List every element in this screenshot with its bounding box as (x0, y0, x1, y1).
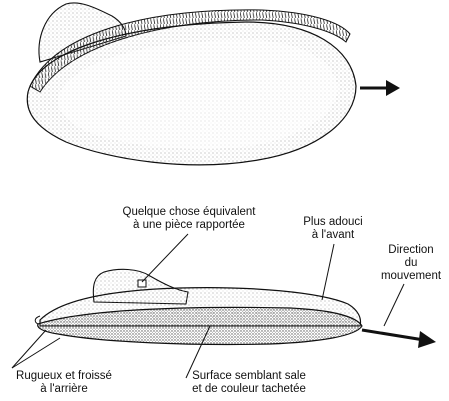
label-surface-line1: Surface semblant sale (192, 370, 306, 382)
label-rear-line1: Rugueux et froissé (16, 370, 112, 382)
label-patch: Quelque chose équivalent à une pièce rap… (114, 206, 264, 232)
leader-patch (141, 233, 189, 283)
side-view-underside (37, 306, 363, 346)
leader-surface (185, 325, 211, 379)
label-rear-line2: à l'arrière (40, 383, 88, 395)
label-surface: Surface semblant sale et de couleur tach… (174, 370, 324, 396)
side-motion-arrow (361, 328, 436, 348)
leader-rear-2 (11, 337, 61, 369)
side-view-object (34, 268, 363, 346)
side-view-patch (137, 279, 147, 288)
label-direction: Direction du mouvement (374, 244, 448, 283)
label-front: Plus adouci à l'avant (288, 216, 378, 242)
label-direction-line1: Direction (388, 244, 434, 256)
leader-direction (383, 283, 405, 327)
leader-lines (11, 233, 405, 379)
label-surface-line2: et de couleur tachetée (192, 383, 306, 395)
top-motion-arrow (360, 80, 400, 96)
label-direction-line2: du (404, 257, 418, 269)
top-view-object (26, 2, 357, 166)
leader-rear-1 (11, 329, 47, 369)
label-front-line1: Plus adouci (303, 216, 363, 228)
label-direction-line3: mouvement (380, 270, 442, 282)
label-patch-line1: Quelque chose équivalent (122, 206, 256, 218)
label-front-line2: à l'avant (311, 229, 355, 241)
leader-front (321, 243, 335, 301)
label-rear: Rugueux et froissé à l'arrière (4, 370, 124, 396)
label-patch-line2: à une pièce rapportée (133, 219, 245, 231)
